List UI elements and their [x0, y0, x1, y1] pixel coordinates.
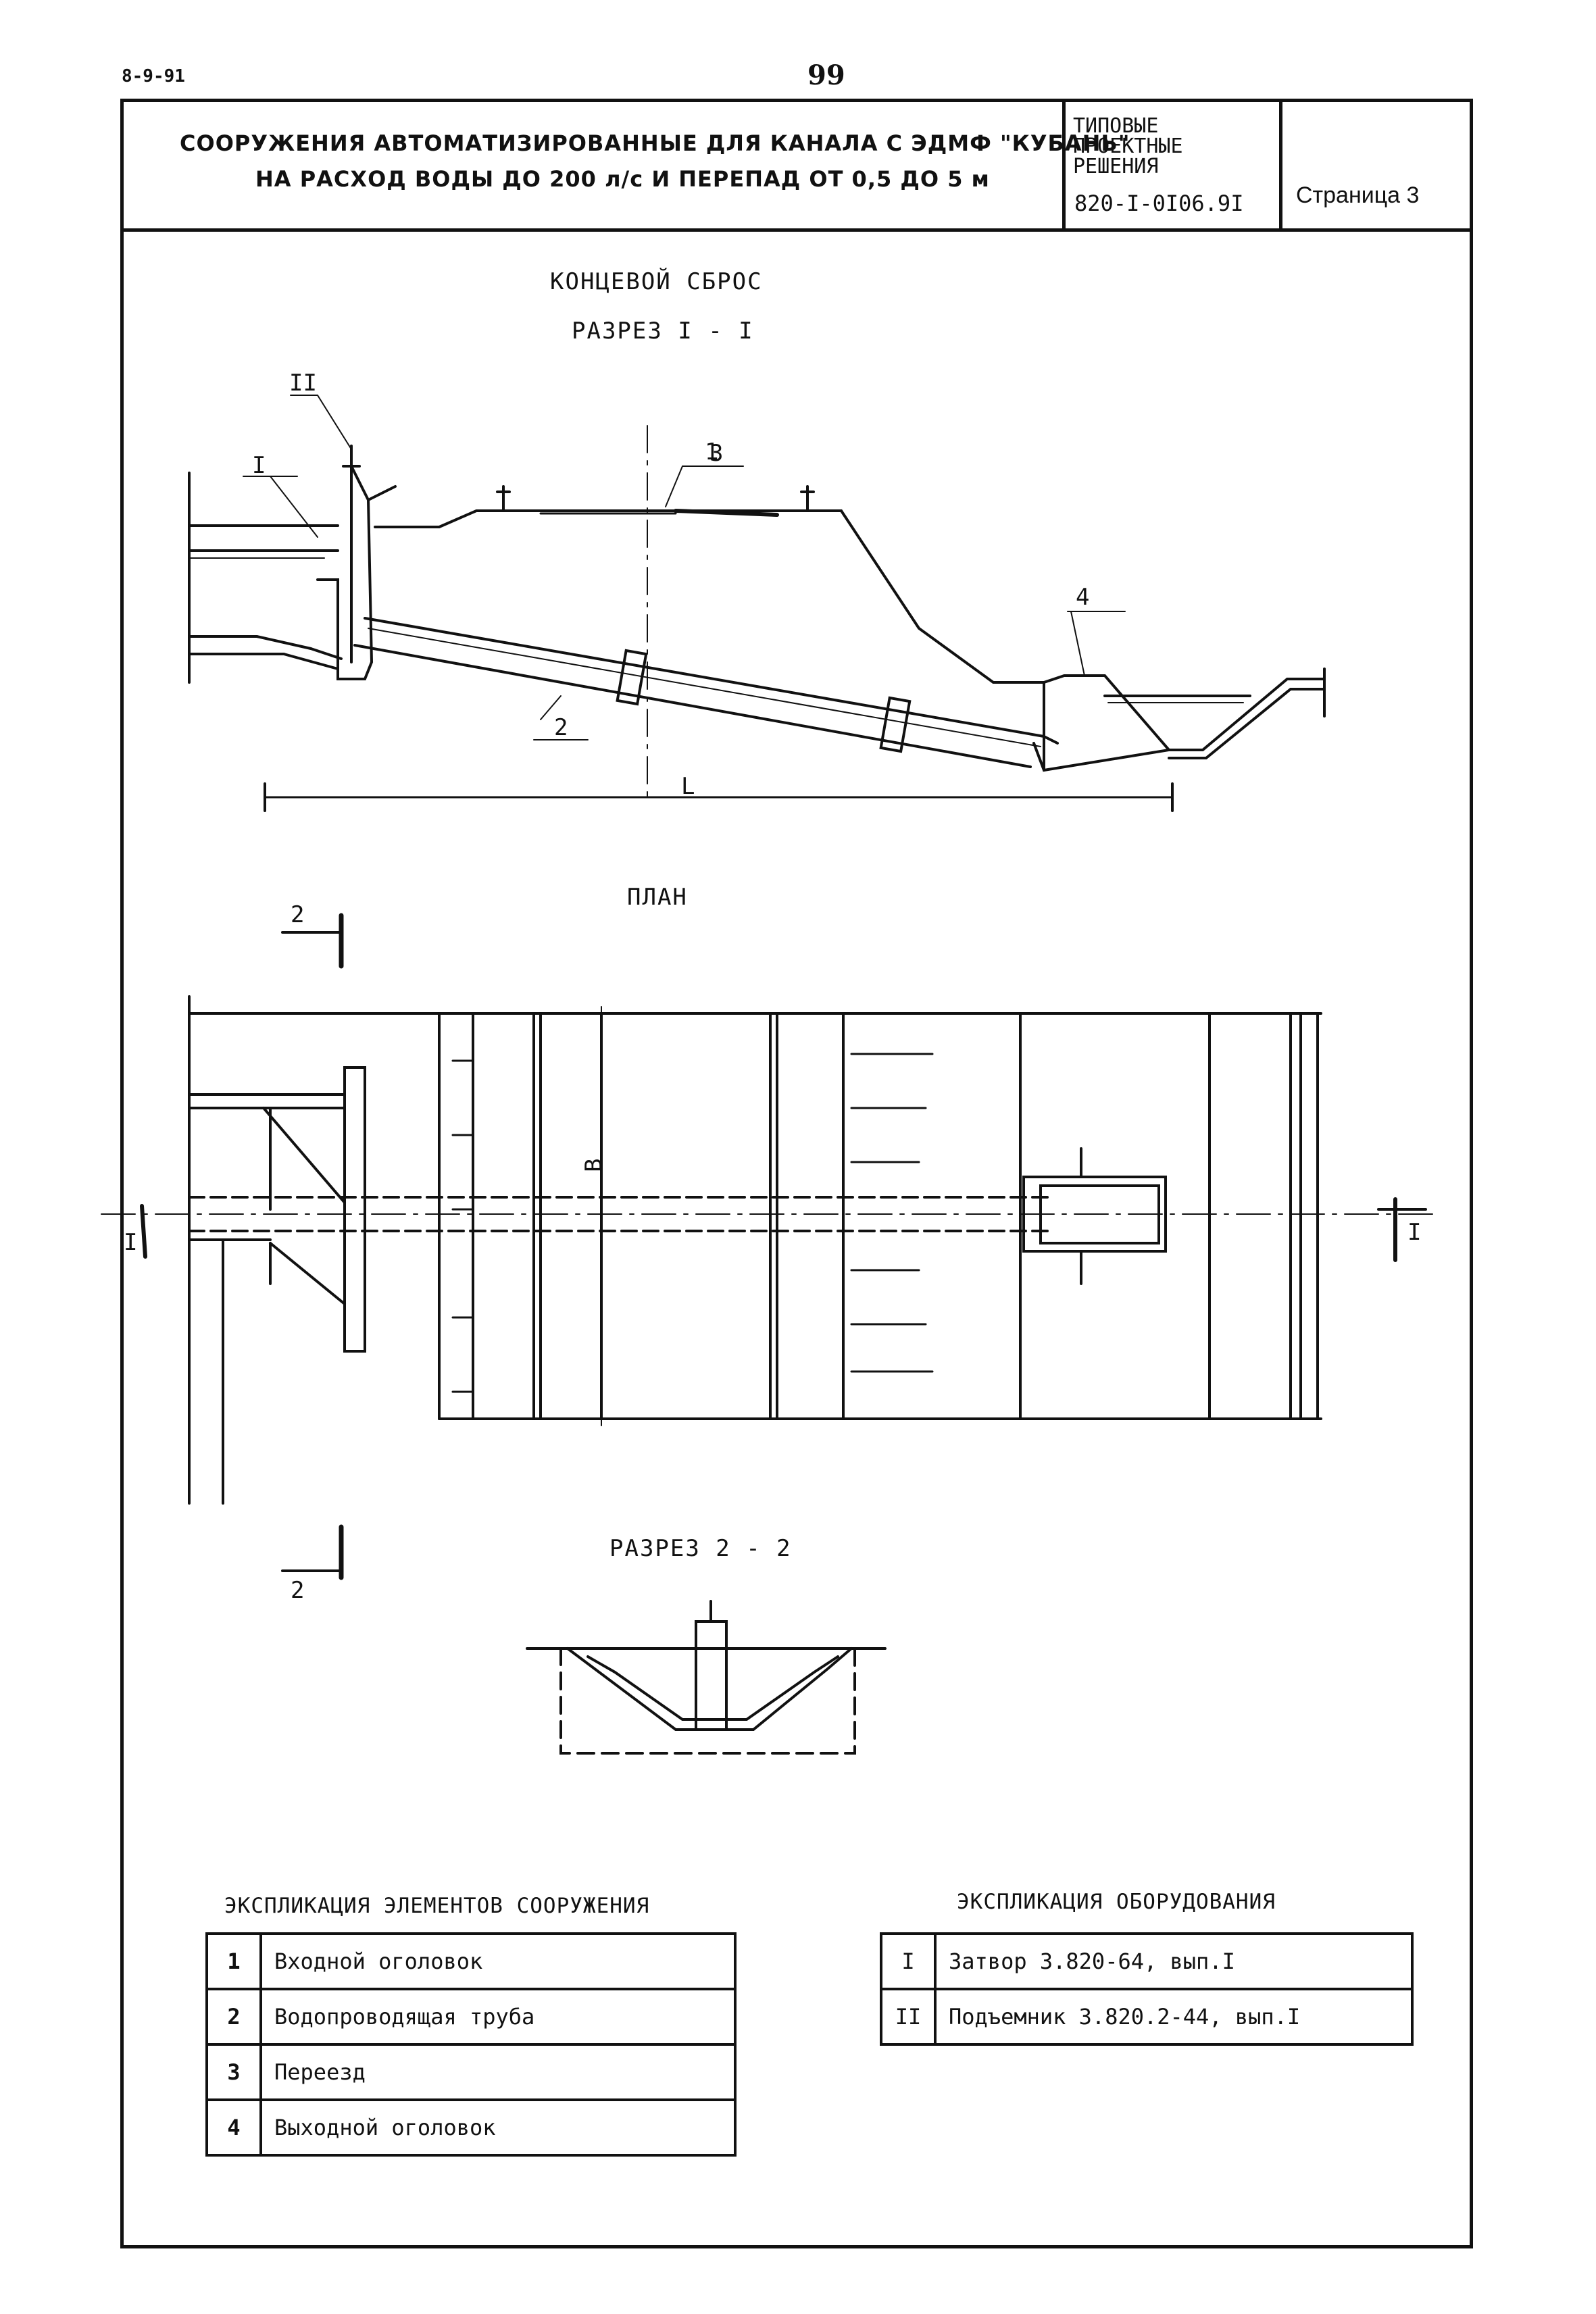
dimension-l: L	[681, 773, 695, 800]
row-number: 3	[205, 2043, 262, 2101]
elements-table-title: ЭКСПЛИКАЦИЯ ЭЛЕМЕНТОВ СООРУЖЕНИЯ	[224, 1894, 650, 1918]
table-row: I Затвор 3.820-64, вып.I	[880, 1932, 1414, 1990]
stamp-divider-left	[1062, 99, 1066, 231]
stamp-divider-right	[1279, 99, 1282, 231]
plan-drawing	[101, 913, 1440, 1580]
equipment-table-title: ЭКСПЛИКАЦИЯ ОБОРУДОВАНИЯ	[957, 1890, 1276, 1914]
callout-2: 2	[554, 714, 568, 741]
row-name: Переезд	[259, 2043, 737, 2101]
cut-mark-II: II	[289, 370, 317, 397]
table-row: 3 Переезд	[205, 2043, 737, 2101]
drawing-title: КОНЦЕВОЙ СБРОС	[550, 268, 763, 295]
elements-table: 1 Входной оголовок 2 Водопроводящая труб…	[205, 1932, 737, 2157]
row-number: 4	[205, 2098, 262, 2157]
stamp-line3: РЕШЕНИЯ	[1073, 155, 1159, 178]
cut-mark-2-top: 2	[291, 901, 304, 928]
cut-mark-I-plan-left: I	[124, 1229, 137, 1256]
page-label: Страница 3	[1296, 182, 1420, 208]
header-title-line1: СООРУЖЕНИЯ АВТОМАТИЗИРОВАННЫЕ ДЛЯ КАНАЛА…	[180, 130, 1130, 156]
cut-mark-2-bottom: 2	[291, 1577, 304, 1604]
sheet-frame	[120, 99, 1473, 2248]
corner-mark: 8-9-91	[122, 66, 185, 86]
row-number: I	[880, 1932, 937, 1990]
row-number: 2	[205, 1988, 262, 2046]
row-name: Подъемник 3.820.2-44, вып.I	[934, 1988, 1414, 2046]
row-name: Выходной оголовок	[259, 2098, 737, 2157]
table-row: 1 Входной оголовок	[205, 1932, 737, 1990]
stamp-line1: ТИПОВЫЕ	[1073, 114, 1159, 138]
dimension-b: B	[580, 1159, 607, 1172]
header-title-line2: НА РАСХОД ВОДЫ ДО 200 л/с И ПЕРЕПАД ОТ 0…	[255, 166, 990, 192]
row-name: Входной оголовок	[259, 1932, 737, 1990]
row-number: II	[880, 1988, 937, 2046]
callout-4: 4	[1076, 584, 1089, 611]
header-divider	[120, 228, 1473, 232]
table-row: II Подъемник 3.820.2-44, вып.I	[880, 1988, 1414, 2046]
row-name: Затвор 3.820-64, вып.I	[934, 1932, 1414, 1990]
plan-title: ПЛАН	[627, 884, 688, 911]
stamp-code: 820-I-0I06.9I	[1074, 191, 1244, 216]
row-number: 1	[205, 1932, 262, 1990]
callout-1: 1	[705, 438, 718, 466]
equipment-table: I Затвор 3.820-64, вып.I II Подъемник 3.…	[880, 1932, 1414, 2046]
section-2-title: РАЗРЕЗ 2 - 2	[609, 1535, 792, 1562]
callout-3-visible: 3	[709, 440, 723, 467]
cut-mark-I-right: I	[1407, 1219, 1421, 1246]
section-1-drawing	[188, 395, 1326, 812]
page-number: 99	[807, 59, 845, 91]
cut-mark-I-left: I	[252, 452, 266, 479]
table-row: 4 Выходной оголовок	[205, 2098, 737, 2157]
stamp-line2: ПРОЕКТНЫЕ	[1073, 134, 1183, 158]
row-name: Водопроводящая труба	[259, 1988, 737, 2046]
section-2-drawing	[526, 1600, 887, 1755]
table-row: 2 Водопроводящая труба	[205, 1988, 737, 2046]
section-1-title: РАЗРЕЗ I - I	[572, 318, 754, 345]
